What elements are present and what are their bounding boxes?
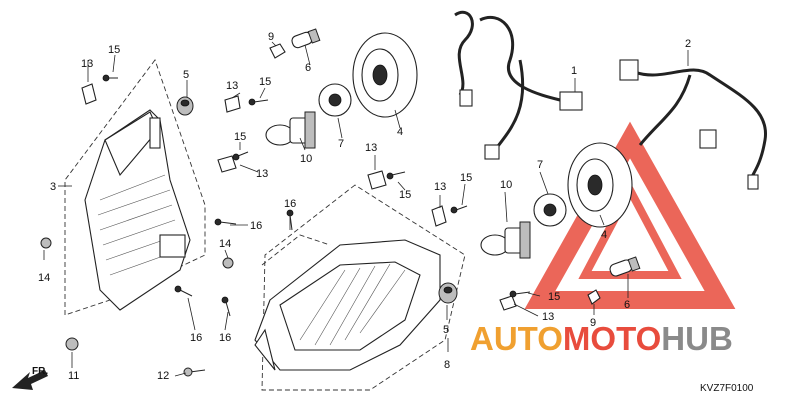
watermark-auto: AUTO <box>470 320 563 357</box>
fasteners <box>40 74 531 377</box>
watermark-logo: AUTOMOTOHUB <box>470 320 733 357</box>
callout-15c: 15 <box>234 131 246 143</box>
socket-9-upper <box>269 43 286 59</box>
callout-15e: 15 <box>460 172 472 184</box>
socket-9-lower <box>587 289 601 305</box>
callout-12: 12 <box>157 370 169 382</box>
leader-lines <box>43 41 689 377</box>
watermark-triangle <box>524 121 736 309</box>
wire-harness-1 <box>454 11 583 160</box>
callout-7b: 7 <box>537 159 543 171</box>
callout-13f: 13 <box>542 311 554 323</box>
callout-10: 10 <box>300 153 312 165</box>
direction-label: FR. <box>32 366 48 377</box>
callout-4b: 4 <box>601 229 607 241</box>
watermark-hub: HUB <box>661 320 733 357</box>
callout-15b: 15 <box>259 76 271 88</box>
callout-8: 8 <box>444 359 450 371</box>
callout-numbers: 1 2 3 4 4 5 5 6 6 7 7 8 9 9 10 10 11 12 … <box>38 31 691 382</box>
callout-9: 9 <box>268 31 274 43</box>
wire-harness-2 <box>619 59 768 190</box>
callout-13d: 13 <box>365 142 377 154</box>
callout-5: 5 <box>183 69 189 81</box>
callout-9b: 9 <box>590 317 596 329</box>
callout-14b: 14 <box>219 238 231 250</box>
callout-2: 2 <box>685 38 691 50</box>
callout-13e: 13 <box>434 181 446 193</box>
callout-5b: 5 <box>443 324 449 336</box>
callout-15d: 15 <box>399 189 411 201</box>
callout-13b: 13 <box>226 80 238 92</box>
inner-outline <box>261 234 331 266</box>
watermark-moto: MOTO <box>563 320 661 357</box>
callout-11: 11 <box>68 370 79 382</box>
callout-14: 14 <box>38 272 50 284</box>
callout-13a: 13 <box>81 58 93 70</box>
callout-7: 7 <box>338 138 344 150</box>
socket-upper <box>318 83 352 117</box>
callout-6: 6 <box>305 62 311 74</box>
callout-4: 4 <box>397 126 403 138</box>
position-bulb-upper <box>291 28 321 49</box>
clips <box>81 83 517 311</box>
callout-16a: 16 <box>250 220 262 232</box>
callout-16c: 16 <box>190 332 202 344</box>
callout-15a: 15 <box>108 44 120 56</box>
right-headlight-housing <box>254 239 441 371</box>
callout-3: 3 <box>50 181 56 193</box>
socket-lower <box>533 193 567 227</box>
bulb-upper <box>265 111 316 149</box>
callout-13c: 13 <box>256 168 268 180</box>
callout-6b: 6 <box>624 299 630 311</box>
left-headlight-housing <box>84 109 191 311</box>
callout-1: 1 <box>571 65 577 77</box>
callout-15f: 15 <box>548 291 560 303</box>
svg-text:AUTOMOTOHUB: AUTOMOTOHUB <box>470 320 733 357</box>
callout-10b: 10 <box>500 179 512 191</box>
dust-cover-lower <box>567 142 633 228</box>
callout-16b: 16 <box>284 198 296 210</box>
bulb-lower <box>480 221 531 259</box>
callout-16d: 16 <box>219 332 231 344</box>
grommet-upper <box>176 96 194 116</box>
front-direction-arrow: FR. <box>12 366 48 390</box>
right-assembly-outline <box>261 184 466 391</box>
position-bulb-lower <box>609 256 641 277</box>
dust-cover-upper <box>352 32 418 118</box>
diagram-code: KVZ7F0100 <box>700 383 754 394</box>
grommet-lower <box>438 282 458 304</box>
